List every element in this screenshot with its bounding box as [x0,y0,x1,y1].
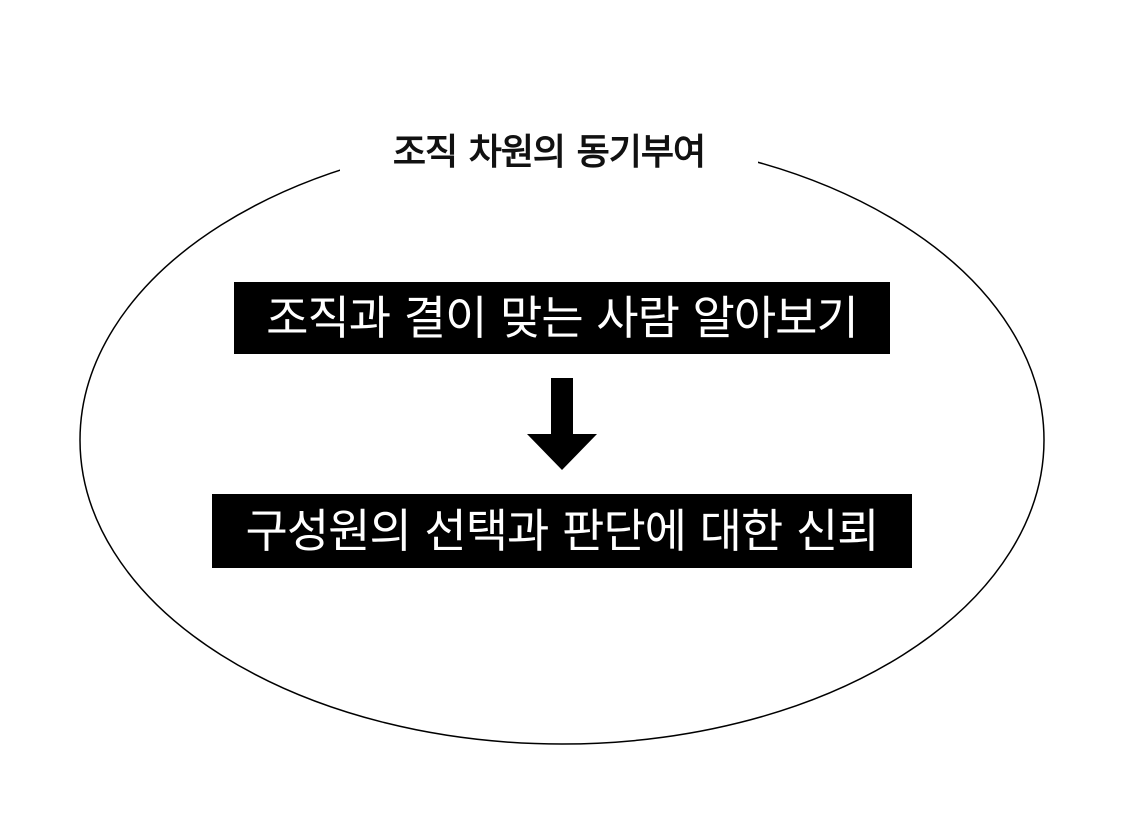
ellipse-title: 조직 차원의 동기부여 [340,126,758,180]
bottom-concept-box: 구성원의 선택과 판단에 대한 신뢰 [212,494,912,568]
top-concept-box: 조직과 결이 맞는 사람 알아보기 [234,282,890,354]
down-arrow-icon [527,378,597,470]
